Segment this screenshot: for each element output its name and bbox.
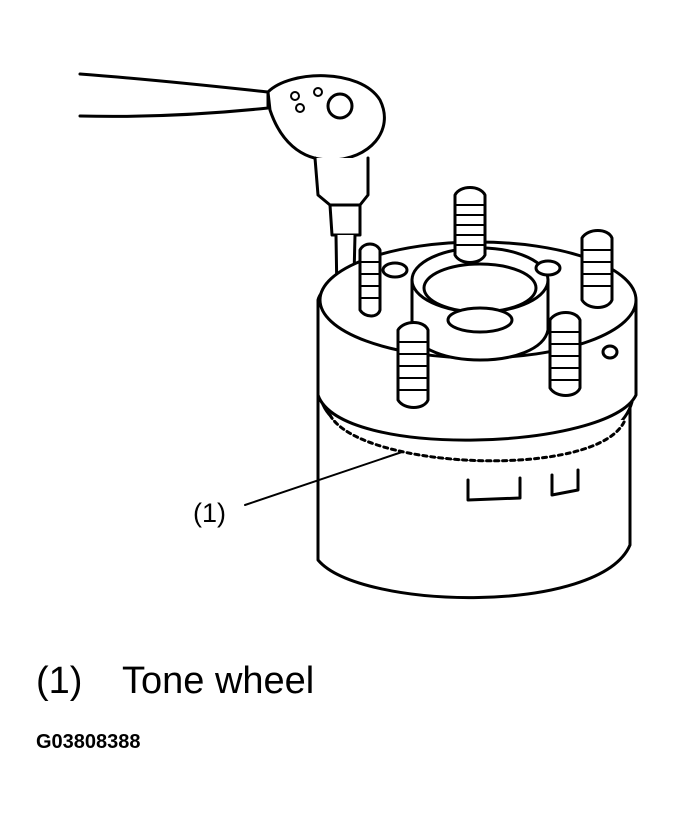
hub-assembly-icon	[316, 186, 638, 599]
legend-number: (1)	[36, 660, 83, 702]
hub-assembly-illustration	[78, 72, 638, 599]
callout-label: (1)	[193, 498, 226, 528]
callout-leader-line	[244, 451, 403, 506]
legend-text: Tone wheel	[122, 660, 315, 702]
figure-id: G03808388	[36, 731, 141, 753]
legend: (1) Tone wheel	[36, 660, 314, 703]
